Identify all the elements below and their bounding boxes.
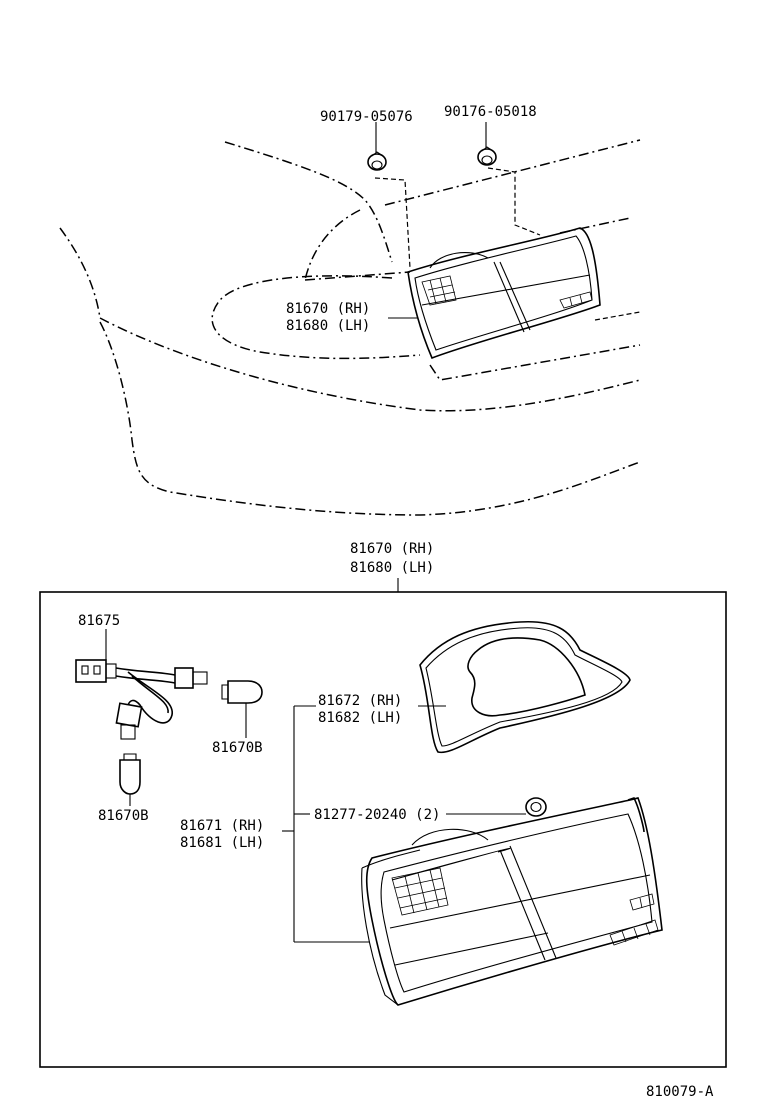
gasket-lh-part-number: 81682 (LH) [318,710,402,726]
car-body-outline [59,139,641,516]
bulb-top-part-number: 81670B [212,740,263,756]
gasket-rh-part-number: 81672 (RH) [318,693,402,709]
nut-icon-right [477,146,497,166]
bulb-icon-top [221,680,263,704]
bulb-bottom-part-number: 81670B [98,808,149,824]
lens-rh-part-number: 81671 (RH) [180,818,264,834]
nut-part-number: 81277-20240 (2) [314,807,440,823]
socket-wire-part-number: 81675 [78,613,120,629]
lens-lh-part-number: 81681 (LH) [180,835,264,851]
nut-left-part-number: 90179-05076 [320,109,413,125]
lamp-assy-rh-label: 81670 (RH) [286,301,370,317]
figure-code: 810079-A [646,1084,714,1100]
bulb-icon-bottom [119,753,141,795]
box-title-lh: 81680 (LH) [350,560,434,576]
socket-wire-icon [75,659,208,740]
gasket-icon [419,620,631,754]
box-title-rh: 81670 (RH) [350,541,434,557]
nut-icon-left [367,151,387,171]
tail-lamp-lens-icon [361,797,663,1006]
nut-icon-box [525,797,547,817]
nut-right-part-number: 90176-05018 [444,104,537,120]
exploded-view-frame [39,591,727,1068]
lamp-assy-lh-label: 81680 (LH) [286,318,370,334]
tail-lamp-installed [407,227,601,360]
